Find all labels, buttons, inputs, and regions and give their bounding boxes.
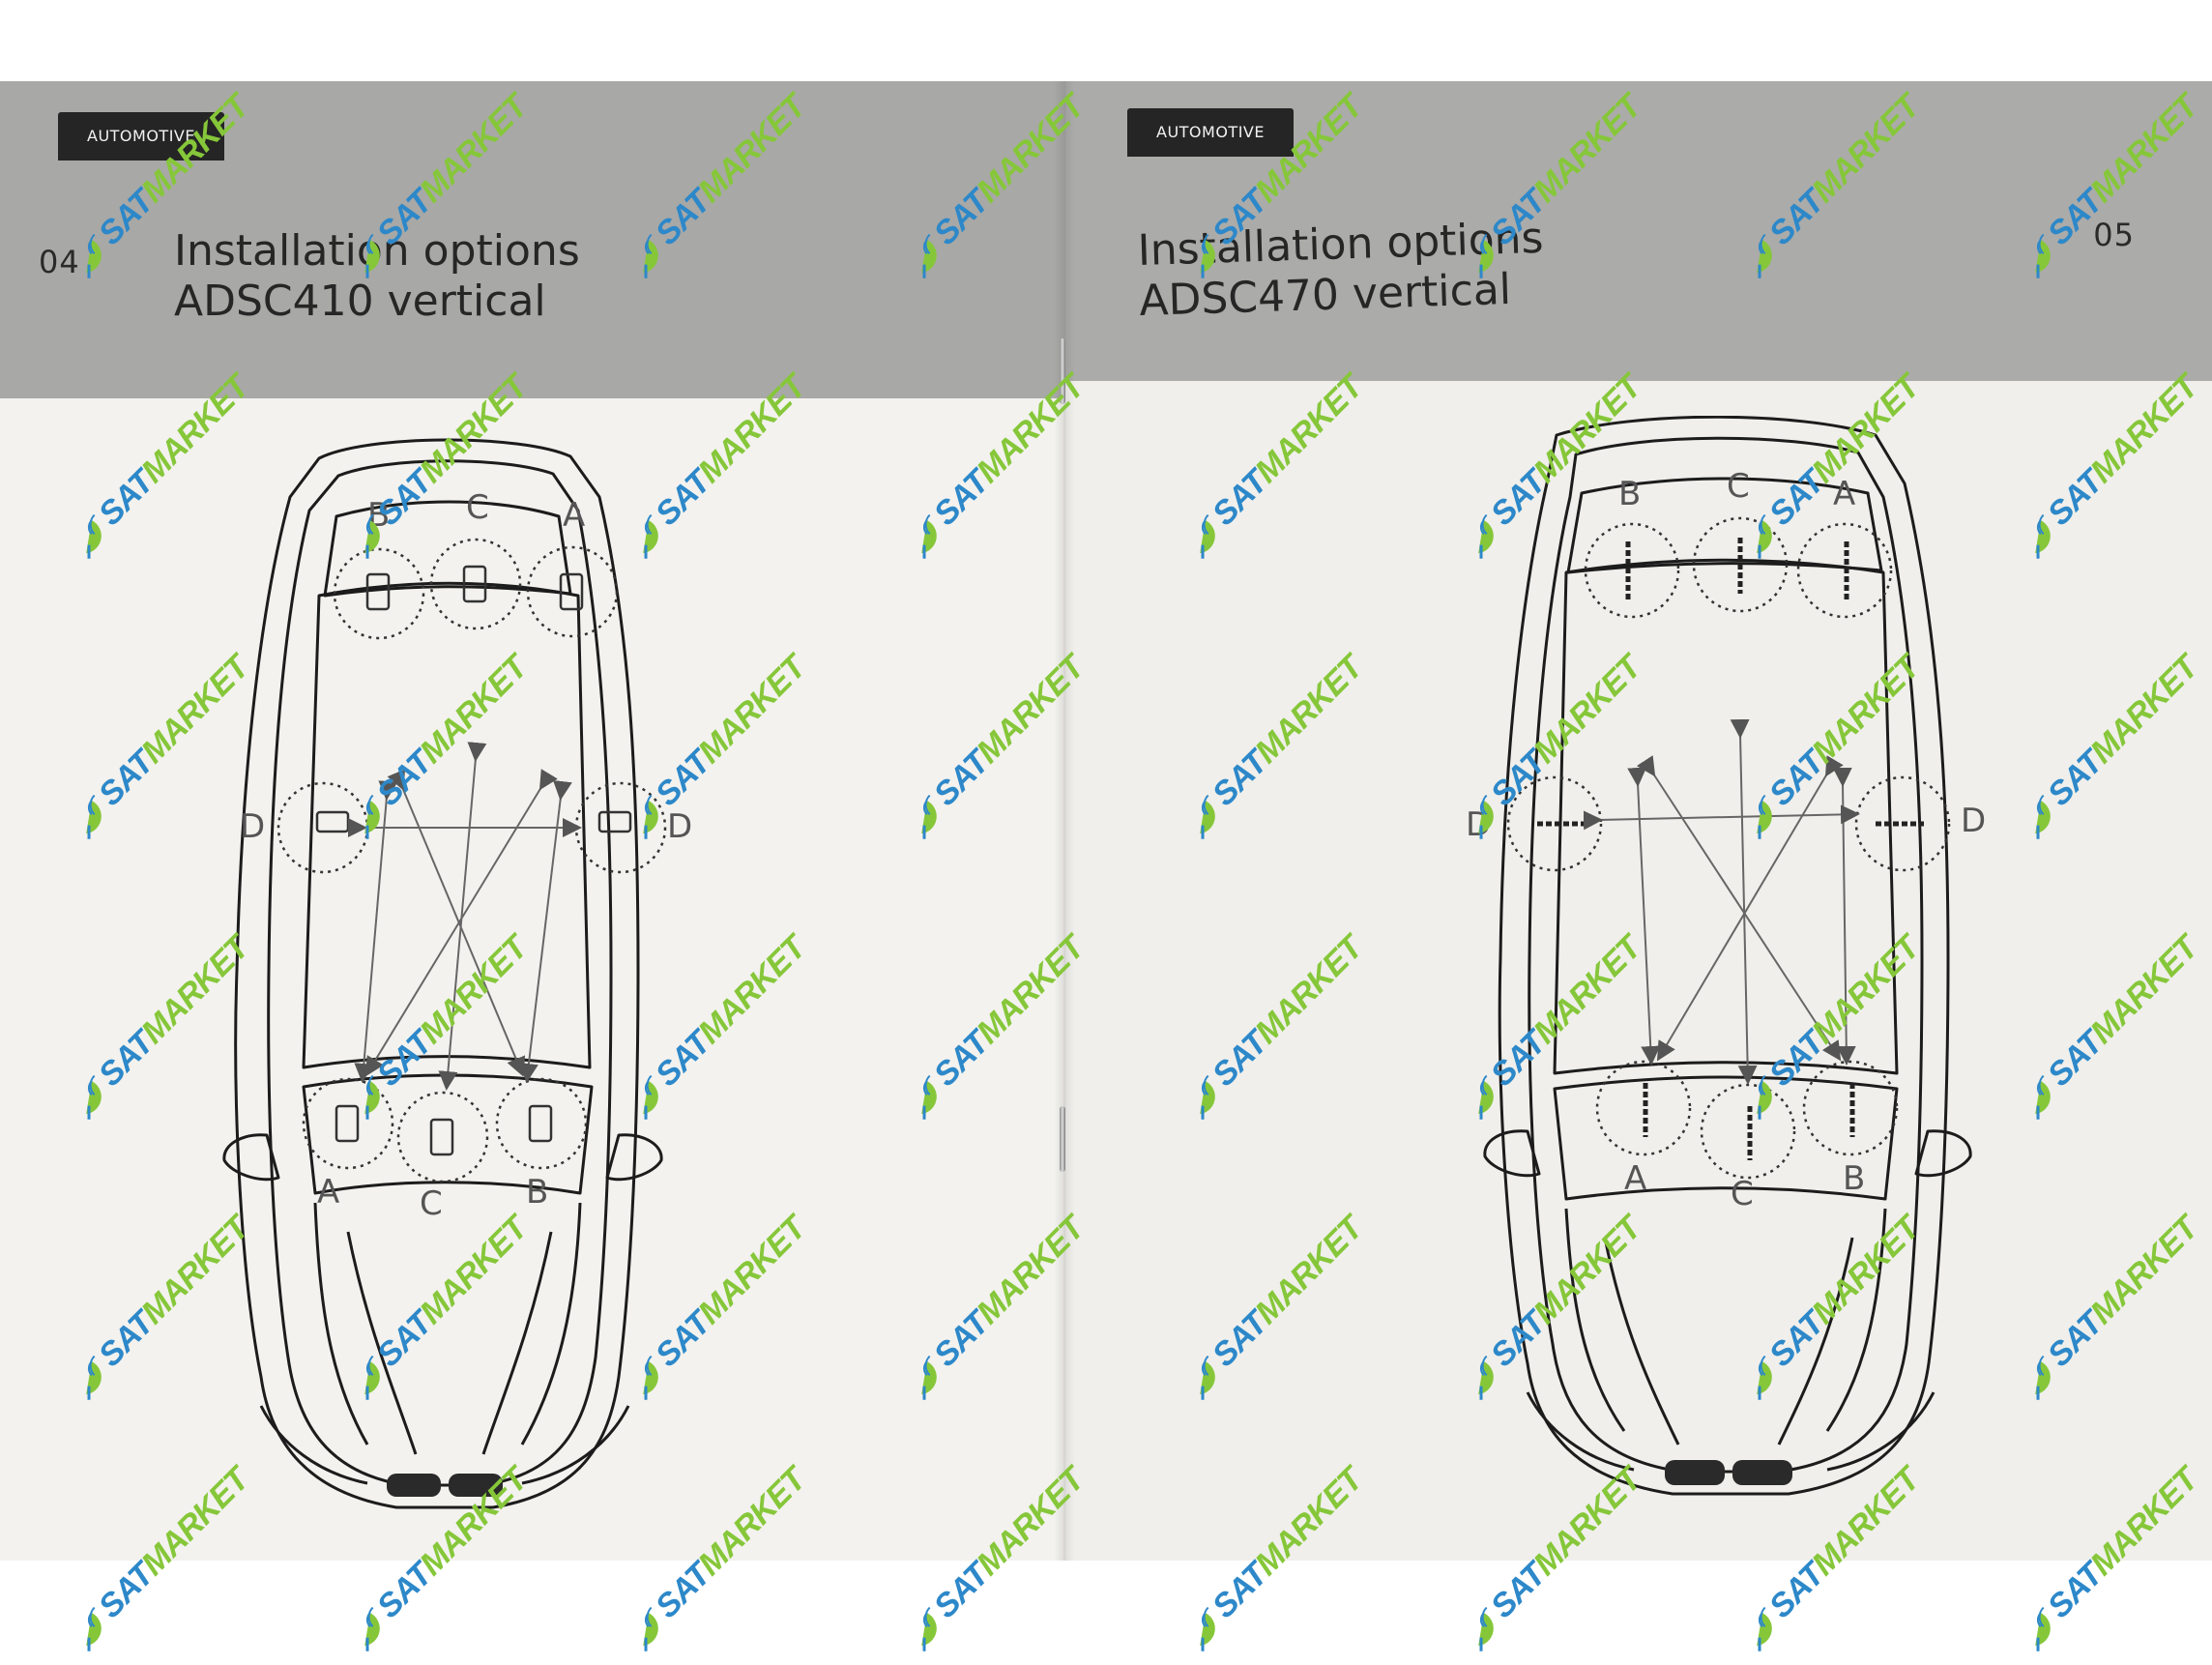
- car-body-outline: [1498, 416, 1950, 1496]
- label-rear-center: C: [420, 1184, 443, 1223]
- satellite-dish-icon: [2035, 1606, 2051, 1651]
- view-arrow: [1627, 767, 1661, 1066]
- satellite-dish-icon: [1757, 1606, 1772, 1651]
- hood-line-left: [1564, 1208, 1626, 1432]
- position-circle-rear-right: [1802, 1060, 1899, 1156]
- satellite-dish-icon: [86, 1606, 102, 1651]
- hood-crease-left: [346, 1231, 418, 1455]
- label-side-left: D: [1466, 805, 1491, 844]
- satellite-dish-icon: [364, 1606, 380, 1651]
- label-rear-right: B: [1843, 1159, 1865, 1198]
- label-rear-left: A: [1624, 1159, 1646, 1198]
- view-arrow: [1832, 767, 1856, 1066]
- section-tag: AUTOMOTIVE: [58, 112, 224, 161]
- windshield: [1553, 1075, 1899, 1201]
- mirror-left: [1483, 1129, 1541, 1178]
- label-front-right: A: [563, 496, 585, 535]
- position-circle-rear-left: [302, 1077, 394, 1170]
- camera-mark: [335, 1104, 360, 1143]
- position-circle-front-center: [429, 538, 522, 630]
- hood-line-left: [313, 1202, 369, 1446]
- headlight-right: [521, 1405, 630, 1485]
- position-circle-rear-center: [1700, 1083, 1796, 1180]
- front-grille: [1665, 1460, 1792, 1485]
- staple-bottom: [1060, 1106, 1065, 1172]
- headlight-left: [1526, 1391, 1635, 1472]
- rear-window: [1566, 477, 1883, 574]
- hood-line-right: [520, 1202, 582, 1446]
- booklet-spine: [1054, 81, 1075, 1561]
- camera-mark: [365, 572, 391, 611]
- section-tag: AUTOMOTIVE: [1127, 108, 1294, 157]
- camera-mark: [597, 810, 632, 833]
- hood-crease-left: [1603, 1237, 1680, 1446]
- camera-mark: [429, 1118, 454, 1156]
- booklet-spread: AUTOMOTIVE 04 Installation options ADSC4…: [0, 81, 2212, 1561]
- label-front-center: C: [466, 488, 489, 527]
- camera-mark: [462, 565, 487, 603]
- satellite-dish-icon: [921, 1606, 937, 1651]
- position-circle-rear-right: [495, 1077, 588, 1170]
- position-circle-side-right: [1854, 775, 1951, 872]
- page-05: AUTOMOTIVE 05 Installation options ADSC4…: [1063, 81, 2212, 1561]
- headlight-right: [1826, 1391, 1936, 1472]
- position-circle-front-left: [1584, 522, 1680, 619]
- position-circle-rear-center: [396, 1091, 489, 1183]
- car-body-inner: [267, 459, 613, 1487]
- position-circle-rear-left: [1595, 1060, 1692, 1156]
- position-circle-side-left: [276, 781, 369, 874]
- title-line-1: Installation options: [174, 226, 580, 276]
- roof-outline: [302, 581, 592, 1069]
- camera-mark: [559, 572, 584, 611]
- car-topview-diagram: B C A D D A C B: [222, 438, 692, 1509]
- mirror-left: [222, 1133, 280, 1182]
- label-rear-center: C: [1731, 1175, 1754, 1213]
- label-rear-left: A: [317, 1173, 339, 1212]
- mirror-right: [605, 1133, 663, 1182]
- satellite-dish-icon: [643, 1606, 658, 1651]
- car-topview-diagram: B C A D D A C B: [1466, 416, 1986, 1496]
- view-arrow: [364, 769, 558, 1077]
- position-circle-side-right: [574, 781, 667, 874]
- headlight-left: [259, 1405, 368, 1485]
- satellite-dish-icon: [1478, 1606, 1494, 1651]
- satellite-dish-icon: [1200, 1606, 1215, 1651]
- page-number: 05: [2093, 217, 2135, 253]
- page-title: Installation options ADSC410 vertical: [174, 226, 580, 327]
- view-arrow: [438, 742, 487, 1091]
- position-circle-front-right: [1796, 522, 1893, 619]
- front-grille: [387, 1474, 503, 1497]
- page-04: AUTOMOTIVE 04 Installation options ADSC4…: [0, 81, 1063, 1561]
- page-title: Installation options ADSC470 vertical: [1137, 214, 1546, 327]
- hood-line-right: [1825, 1208, 1887, 1432]
- position-circle-front-center: [1692, 516, 1789, 613]
- staple-top: [1060, 338, 1065, 404]
- title-line-2: ADSC410 vertical: [174, 277, 546, 326]
- view-arrow: [1583, 804, 1860, 831]
- car-body-inner: [1528, 436, 1924, 1474]
- label-side-left: D: [240, 807, 265, 846]
- camera-mark: [315, 810, 350, 833]
- car-body-outline: [234, 438, 640, 1509]
- position-circle-front-right: [526, 545, 619, 638]
- label-rear-right: B: [526, 1173, 548, 1212]
- camera-mark: [528, 1104, 553, 1143]
- view-arrow: [518, 779, 572, 1083]
- label-side-right: D: [667, 807, 692, 846]
- label-front-right: A: [1833, 475, 1855, 513]
- hood-crease-right: [1777, 1237, 1854, 1446]
- hood-crease-right: [481, 1231, 553, 1455]
- label-side-right: D: [1961, 802, 1986, 840]
- view-arrow: [354, 780, 398, 1083]
- label-front-left: B: [367, 496, 390, 535]
- label-front-center: C: [1727, 467, 1750, 506]
- page-number: 04: [39, 244, 80, 280]
- label-front-left: B: [1618, 475, 1641, 513]
- mirror-right: [1914, 1129, 1972, 1178]
- view-arrow: [387, 769, 526, 1077]
